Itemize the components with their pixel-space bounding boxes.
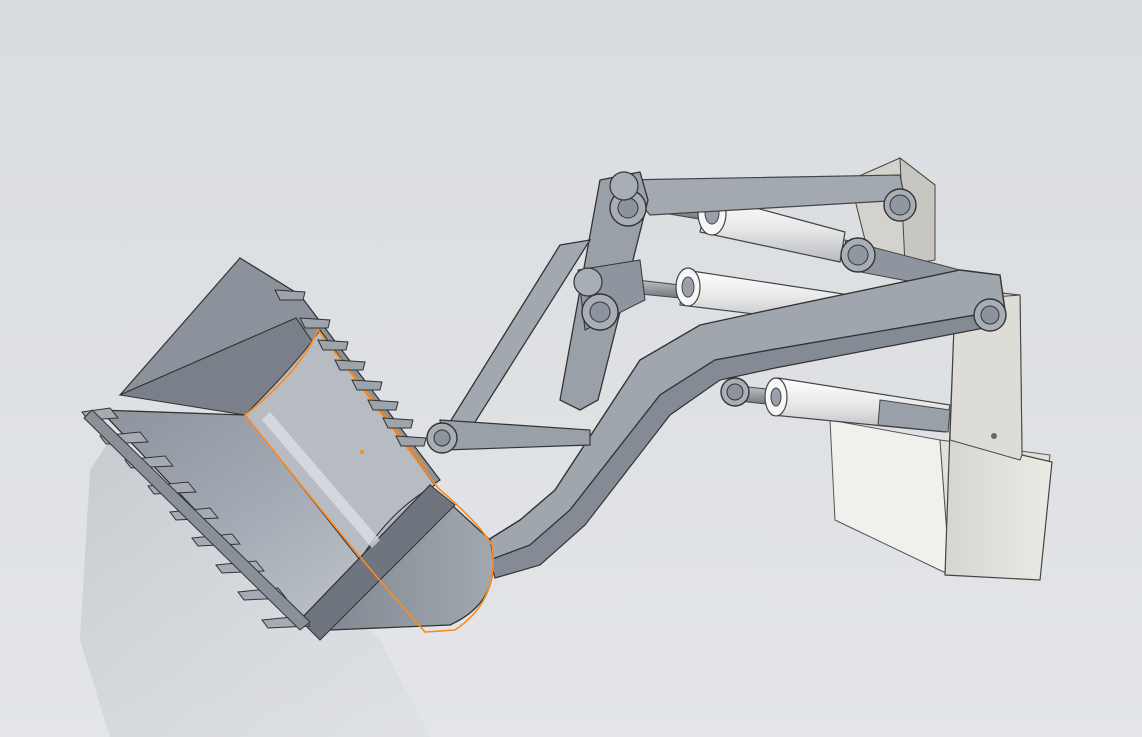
loader-bucket	[98, 256, 494, 641]
bucket-cutting-edge	[83, 409, 311, 631]
bucket-teeth-rear	[274, 289, 427, 447]
selected-face-outline	[243, 328, 494, 633]
tilt-linkage	[426, 171, 649, 454]
lower-hydraulic-cylinder	[720, 377, 951, 433]
ground-shadow	[80, 440, 430, 737]
main-boom-arm	[479, 269, 1007, 579]
